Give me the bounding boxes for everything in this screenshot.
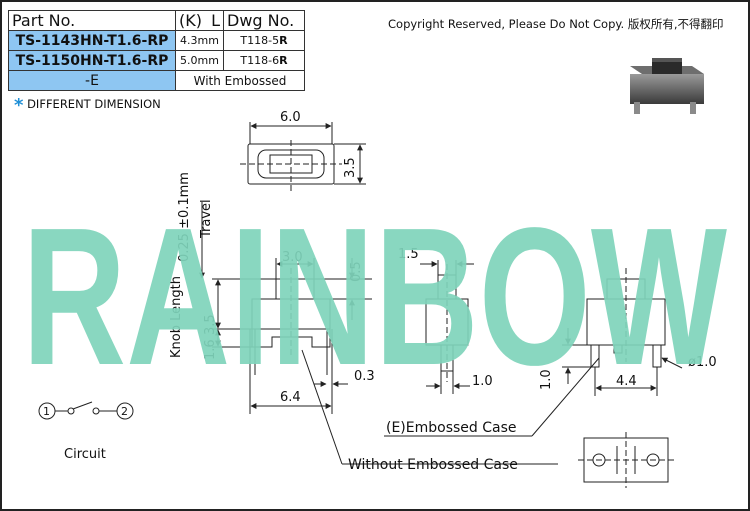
drawing-number-suffix: R (279, 34, 288, 47)
circuit-diagram (38, 401, 134, 420)
note-text: DIFFERENT DIMENSION (27, 97, 161, 111)
knob-length-label: Knob Length (169, 276, 184, 358)
pin-2-label: 2 (121, 405, 128, 418)
bottom-view (578, 432, 674, 488)
embossed-case-label: (E)Embossed Case (386, 420, 517, 436)
front-view (420, 260, 474, 394)
header-k-l: (K) L (175, 10, 224, 31)
dimension-diameter-1-0: ø1.0 (688, 355, 717, 370)
table-header-row: Part No. (K) L Dwg No. (8, 10, 305, 31)
drawing-number-base: T118-6 (240, 54, 280, 67)
without-embossed-case-label: Without Embossed Case (348, 457, 518, 473)
parts-table: Part No. (K) L Dwg No. TS-1143HN-T1.6-RP… (8, 10, 305, 91)
header-l: L (211, 11, 220, 30)
copyright-notice: Copyright Reserved, Please Do Not Copy. … (388, 17, 724, 31)
top-view (240, 122, 366, 192)
drawing-number-suffix: R (279, 54, 288, 67)
dimension-1-0-front: 1.0 (472, 374, 493, 389)
dimension-width-6-0: 6.0 (280, 110, 301, 125)
leader-embossed (531, 357, 600, 437)
drawing-number-base: T118-5 (240, 34, 280, 47)
header-part-no: Part No. (8, 10, 176, 31)
dimension-6-4: 6.4 (280, 390, 301, 405)
pin-1-label: 1 (43, 405, 50, 418)
length-cell: 5.0mm (175, 50, 224, 71)
dimension-travel: 0.25 ±0.1mm (177, 172, 192, 262)
header-dwg-no: Dwg No. (223, 10, 305, 31)
dimension-4-4: 4.4 (616, 374, 637, 389)
embossed-note-cell: With Embossed (175, 70, 305, 91)
table-row: -E With Embossed (8, 70, 305, 91)
circuit-label: Circuit (64, 447, 106, 462)
dimension-1-5: 1.5 (398, 247, 419, 262)
travel-label: Travel (199, 199, 214, 239)
header-k: (K) (179, 11, 202, 30)
dimension-0-3: 0.3 (354, 369, 375, 384)
leader-without-embossed (301, 349, 343, 465)
different-dimension-note: * DIFFERENT DIMENSION (14, 95, 161, 116)
side-view (199, 202, 372, 414)
dimension-1-0-vertical: 1.0 (539, 369, 554, 390)
dimension-3-5-side: 3.5 (203, 314, 218, 335)
dimension-height-3-5: 3.5 (343, 157, 358, 178)
drawing-number-cell: T118-6R (223, 50, 305, 71)
dimension-3-0: 3.0 (282, 250, 303, 265)
dimension-0-5: 0.5 (349, 261, 364, 282)
embossed-suffix-cell: -E (8, 70, 176, 91)
product-3d-image (630, 58, 704, 114)
embossed-side-view (562, 268, 683, 396)
asterisk-icon: * (14, 95, 24, 116)
dimension-1-6: 1.6 (203, 339, 218, 360)
